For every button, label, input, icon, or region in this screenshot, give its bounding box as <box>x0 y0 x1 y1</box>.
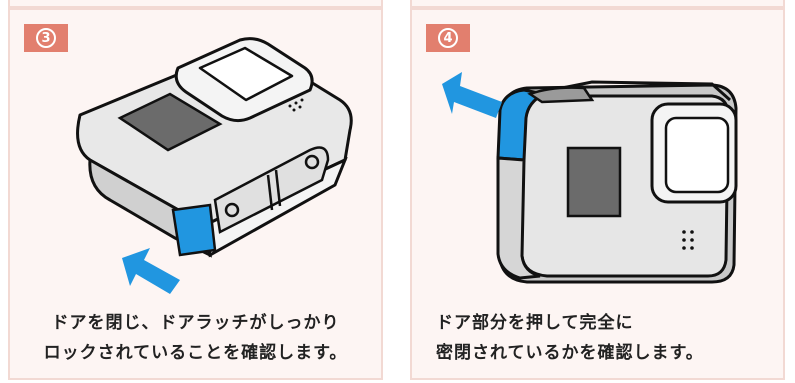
caption-line: ロックされていることを確認します。 <box>43 343 348 363</box>
previous-panel-edge <box>410 0 785 8</box>
caption-line: 密閉されているかを確認します。 <box>436 343 704 363</box>
step-number: 3 <box>36 28 56 48</box>
step-3-badge: 3 <box>24 24 68 52</box>
step-3-caption: ドアを閉じ、ドアラッチがしっかり ロックされていることを確認します。 <box>10 308 381 368</box>
step-number: 4 <box>438 28 458 48</box>
step-4-badge: 4 <box>426 24 470 52</box>
camera-door-closed-illustration <box>76 37 353 294</box>
step-4-caption: ドア部分を押して完全に 密閉されているかを確認します。 <box>436 308 783 368</box>
previous-panel-edge <box>8 0 383 8</box>
caption-line: ドア部分を押して完全に <box>436 313 634 333</box>
step-4-panel: 4 ドア部分を押して完全に 密閉されているかを確認します。 <box>410 8 785 380</box>
step-3-panel: 3 ドアを閉じ、ドアラッチがしっかり ロックされていることを確認します。 <box>8 8 383 380</box>
camera-door-press-illustration <box>442 72 738 284</box>
caption-line: ドアを閉じ、ドアラッチがしっかり <box>51 313 340 333</box>
